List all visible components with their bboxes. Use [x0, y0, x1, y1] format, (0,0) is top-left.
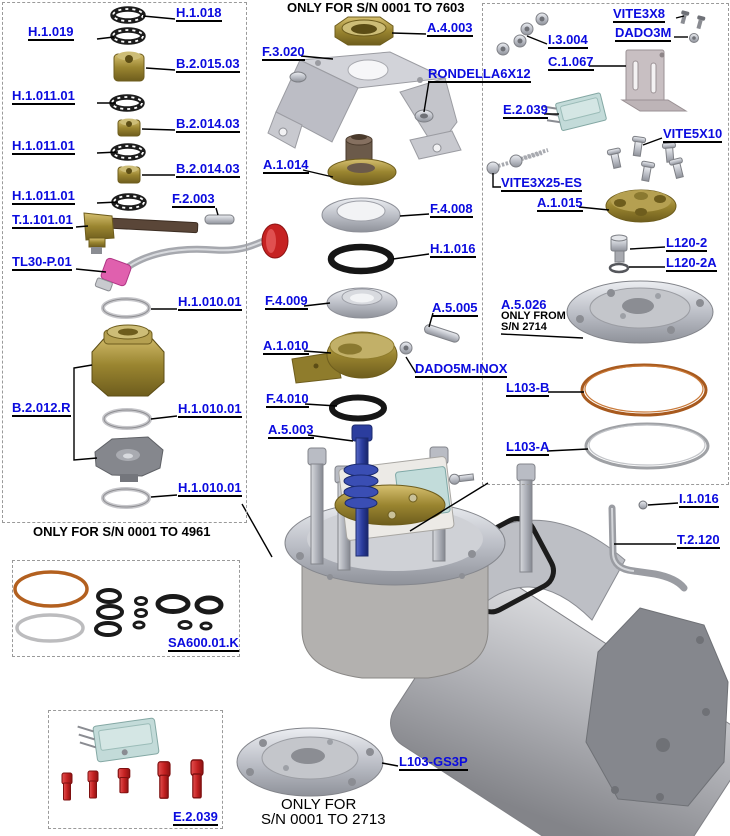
part-label-e2-039[interactable]: E.2.039 [503, 102, 548, 119]
center-parts [267, 16, 462, 422]
leader-lines [73, 15, 688, 767]
part-label-b2-014-03[interactable]: B.2.014.03 [176, 161, 240, 178]
part-label-l120-2[interactable]: L120-2 [666, 235, 708, 252]
note-bottom-only-for: ONLY FOR [281, 796, 357, 813]
part-label-f4-010[interactable]: F.4.010 [266, 391, 309, 408]
part-label-a1-014[interactable]: A.1.014 [263, 157, 309, 174]
part-label-i1-016[interactable]: I.1.016 [679, 491, 719, 508]
part-label-f4-008[interactable]: F.4.008 [430, 201, 473, 218]
brass-flange-bush [327, 134, 397, 186]
part-label-h1-010-01[interactable]: H.1.010.01 [178, 294, 242, 311]
group-body [301, 551, 489, 679]
brass-sleeve-nut [113, 51, 145, 82]
right-serial-box [482, 3, 729, 485]
part-label-l103-gs3p[interactable]: L103-GS3P [399, 754, 468, 771]
hex-ring-nut [334, 16, 394, 46]
part-label-h1-019[interactable]: H.1.019 [28, 24, 74, 41]
note-a5026-only-from: ONLY FROM [501, 310, 566, 322]
switch-bracket [620, 49, 688, 112]
part-label-h1-016[interactable]: H.1.016 [430, 241, 476, 258]
ring-l103a [584, 422, 710, 470]
pin [204, 214, 235, 225]
brass-cam [291, 331, 398, 384]
note-top-serial-range: ONLY FOR S/N 0001 TO 7603 [287, 0, 465, 15]
microswitch [543, 92, 607, 131]
valve-fitting [83, 212, 199, 254]
flange-a5026 [566, 280, 714, 344]
right-box-parts [486, 10, 714, 470]
long-screws-3x25 [486, 148, 549, 175]
left-serial-box [2, 2, 247, 523]
bottom-flange [236, 727, 384, 797]
note-bottom-serial: S/N 0001 TO 2713 [261, 811, 386, 828]
part-label-a1-015[interactable]: A.1.015 [537, 195, 583, 212]
note-a5026-serial: S/N 2714 [501, 321, 547, 333]
part-label-f2-003[interactable]: F.2.003 [172, 191, 215, 208]
part-label-h1-010-01[interactable]: H.1.010.01 [178, 401, 242, 418]
boiler-end-flange [585, 607, 729, 807]
ball [638, 500, 648, 510]
brass-cap-nut [91, 324, 165, 397]
part-label-sa600-01-k[interactable]: SA600.01.K [168, 635, 239, 652]
part-label-c1-067[interactable]: C.1.067 [548, 54, 594, 71]
part-label-t1-101-01[interactable]: T.1.101.01 [12, 212, 73, 229]
pink-fitting [94, 257, 132, 292]
o-ring [329, 394, 387, 422]
part-label-rondella6x12[interactable]: RONDELLA6X12 [428, 66, 531, 83]
pipe-assembly [94, 223, 289, 292]
part-label-l103-b[interactable]: L103-B [506, 380, 550, 397]
worm-screw [343, 424, 379, 557]
part-label-i3-004[interactable]: I.3.004 [548, 32, 588, 49]
switch-kit-parts [61, 717, 204, 801]
gasket-kit-parts [13, 570, 224, 643]
part-label-h1-011-01[interactable]: H.1.011.01 [12, 188, 75, 205]
part-label-a5-005[interactable]: A.5.005 [432, 300, 478, 317]
part-label-l120-2a[interactable]: L120-2A [666, 255, 717, 272]
silver-ring [321, 197, 401, 233]
part-label-b2-015-03[interactable]: B.2.015.03 [176, 56, 240, 73]
part-label-vite3x8[interactable]: VITE3X8 [613, 6, 666, 23]
part-label-a4-003[interactable]: A.4.003 [427, 20, 473, 37]
part-label-a5-026[interactable]: A.5.026 [501, 297, 547, 312]
left-box-parts [83, 9, 289, 509]
part-label-dado3m[interactable]: DADO3M [615, 25, 672, 42]
part-label-dado5m-inox[interactable]: DADO5M-INOX [415, 361, 508, 378]
gasket-kit-box [12, 560, 240, 657]
bracket [267, 51, 462, 160]
o-ring [327, 243, 395, 275]
part-label-a1-010[interactable]: A.1.010 [263, 338, 309, 355]
part-label-h1-010-01[interactable]: H.1.010.01 [178, 480, 242, 497]
lock-disc [94, 436, 164, 482]
drain-tube [608, 504, 688, 592]
cone-ring [326, 287, 398, 319]
switch-kit-box [48, 710, 223, 829]
part-label-t2-120[interactable]: T.2.120 [677, 532, 720, 549]
pin [424, 324, 460, 343]
ring-l103b [580, 363, 708, 417]
part-label-b2-014-03[interactable]: B.2.014.03 [176, 116, 240, 133]
part-label-h1-018[interactable]: H.1.018 [176, 5, 222, 22]
boiler-group-assembly [236, 424, 730, 836]
bolt-l120 [610, 234, 628, 263]
part-label-h1-011-01[interactable]: H.1.011.01 [12, 138, 75, 155]
part-label-vite3x25-es[interactable]: VITE3X25-ES [501, 175, 582, 192]
part-label-vite5x10[interactable]: VITE5X10 [663, 126, 723, 143]
small-screws-3x8 [680, 10, 706, 30]
part-label-a5-003[interactable]: A.5.003 [268, 422, 314, 439]
brass-cam-disc [605, 189, 677, 223]
part-label-tl30-p01[interactable]: TL30-P.01 [12, 254, 72, 271]
part-label-h1-011-01[interactable]: H.1.011.01 [12, 88, 75, 105]
part-label-e2-039[interactable]: E.2.039 [173, 809, 218, 826]
part-label-l103-a[interactable]: L103-A [506, 439, 550, 456]
part-label-f3-020[interactable]: F.3.020 [262, 44, 305, 61]
part-label-f4-009[interactable]: F.4.009 [265, 293, 308, 310]
washer [289, 71, 307, 83]
lock-washer [608, 262, 630, 274]
part-label-b2-012-r[interactable]: B.2.012.R [12, 400, 71, 417]
note-left-serial-range: ONLY FOR S/N 0001 TO 4961 [33, 524, 211, 539]
